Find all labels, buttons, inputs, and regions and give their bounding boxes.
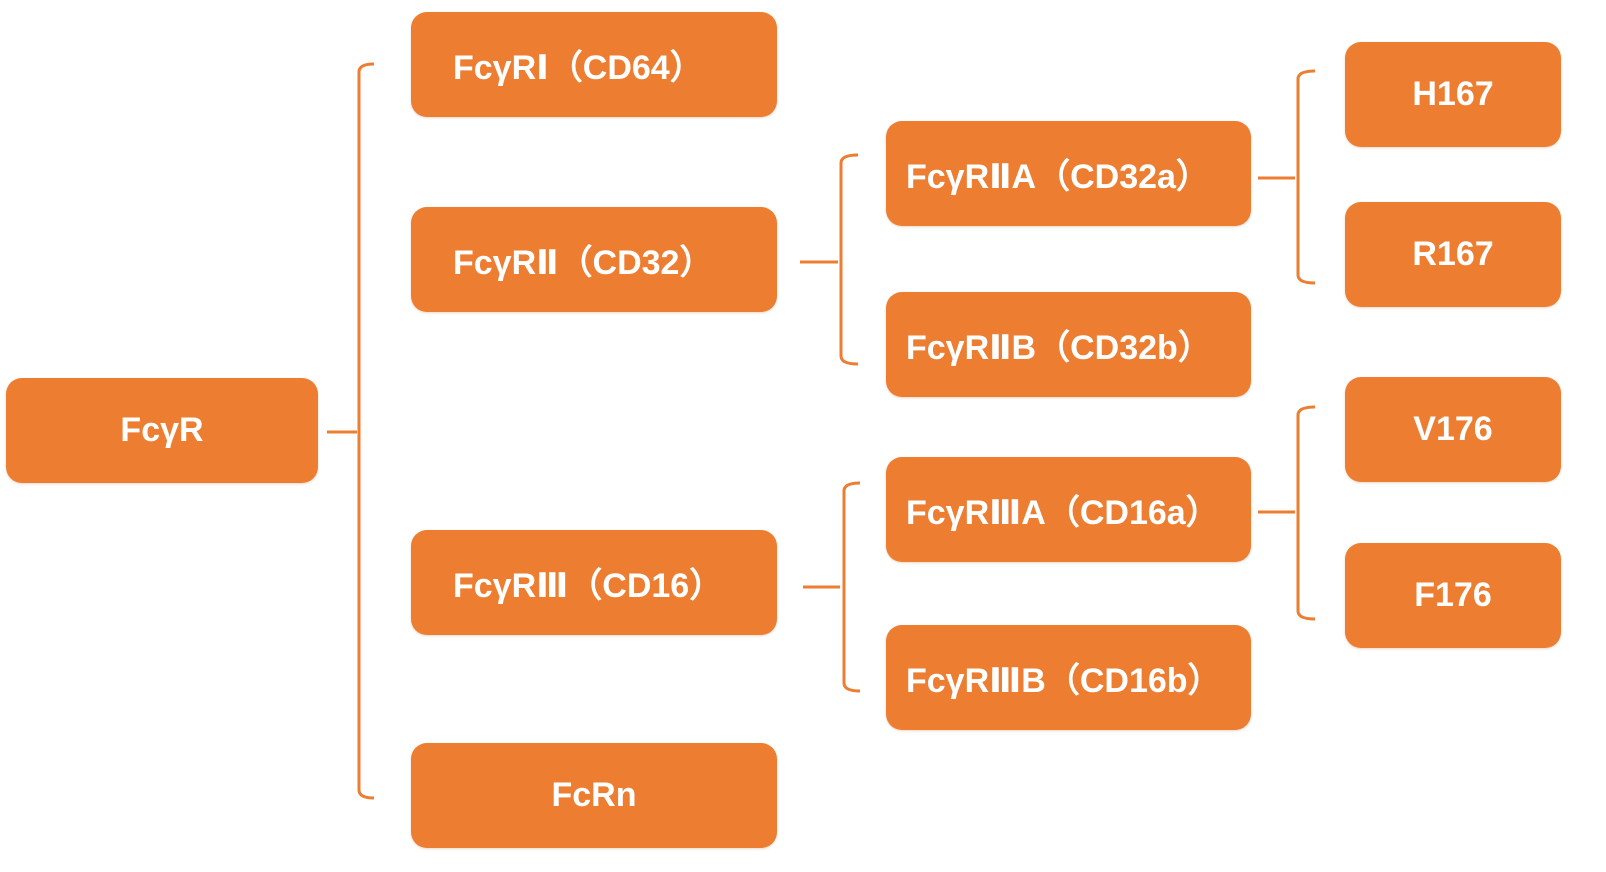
node-label: FcγRⅢB（CD16b） <box>906 662 1222 700</box>
node-fcgr2b-cd32b: FcγRⅡB（CD32b） <box>886 292 1251 397</box>
node-fcgr3-cd16: FcγRⅢ（CD16） <box>411 530 777 635</box>
bracket-root <box>327 62 375 800</box>
node-fcgr1-cd64: FcγRⅠ（CD64） <box>411 12 777 117</box>
node-label: H167 <box>1412 75 1494 113</box>
node-label: FcγRⅡB（CD32b） <box>906 329 1212 367</box>
node-label: F176 <box>1414 576 1492 614</box>
node-v176: V176 <box>1345 377 1561 482</box>
node-fcrn: FcRn <box>411 743 777 848</box>
node-label: FcγRⅢA（CD16a） <box>906 494 1220 532</box>
node-fcgr-root: FcγR <box>6 378 318 483</box>
node-label: FcγR <box>120 411 204 449</box>
bracket-fcgr3 <box>803 481 861 693</box>
node-h167: H167 <box>1345 42 1561 147</box>
node-label: FcγRⅡ（CD32） <box>453 244 714 282</box>
node-label: V176 <box>1413 410 1493 448</box>
node-label: FcγRⅠ（CD64） <box>453 49 704 87</box>
bracket-fcgr2 <box>800 153 859 366</box>
node-fcgr2-cd32: FcγRⅡ（CD32） <box>411 207 777 312</box>
node-f176: F176 <box>1345 543 1561 648</box>
bracket-fcgr3a <box>1258 405 1316 621</box>
bracket-fcgr2a <box>1258 69 1316 285</box>
node-label: FcγRⅢ（CD16） <box>453 567 724 605</box>
node-label: R167 <box>1412 235 1494 273</box>
node-fcgr3a-cd16a: FcγRⅢA（CD16a） <box>886 457 1251 562</box>
node-fcgr2a-cd32a: FcγRⅡA（CD32a） <box>886 121 1251 226</box>
node-r167: R167 <box>1345 202 1561 307</box>
node-label: FcRn <box>551 776 637 814</box>
node-label: FcγRⅡA（CD32a） <box>906 158 1210 196</box>
node-fcgr3b-cd16b: FcγRⅢB（CD16b） <box>886 625 1251 730</box>
